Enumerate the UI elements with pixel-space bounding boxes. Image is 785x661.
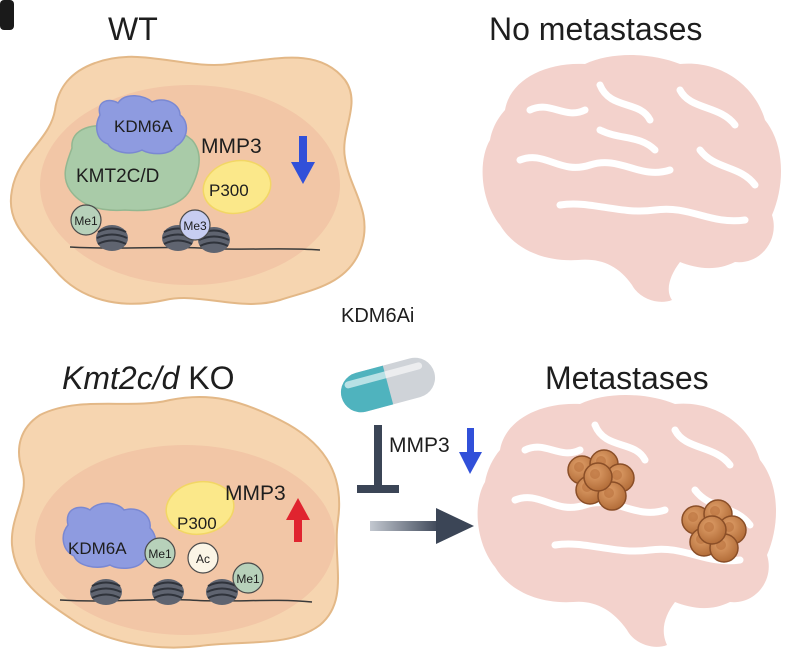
ko-kdm6a-protein: [62, 502, 157, 570]
ko-mmp3-label: MMP3: [225, 482, 286, 505]
ko-p300-label: P300: [177, 514, 217, 533]
wt-me1-label: Me1: [74, 214, 98, 228]
wt-nucleosome-1: [95, 224, 129, 252]
ko-cell: P300 KDM6A MMP3 Me1 Ac Me1: [10, 395, 341, 649]
ko-title-suffix: KO: [179, 360, 234, 396]
wt-mmp3-down-arrow: [291, 136, 315, 184]
brain-metastatic-folds: [511, 421, 754, 565]
brain-healthy-folds: [516, 81, 759, 225]
brain-metastatic: [477, 395, 777, 647]
drug-mmp3-down-arrow: [459, 428, 482, 474]
wt-cell: KDM6A KMT2C/D P300 MMP3 Me1 Me3: [9, 55, 366, 305]
kdm6a-protein: [95, 95, 188, 155]
ko-me1-label-b: Me1: [236, 572, 260, 586]
pill-icon: [340, 357, 436, 413]
wt-me3-label: Me3: [183, 219, 207, 233]
inhibition-symbol: [357, 425, 399, 493]
wt-me1-mark: [70, 204, 102, 236]
no-metastases-title: No metastases: [489, 11, 702, 47]
wt-p300-protein: [202, 159, 272, 215]
ko-kdm6a-label: KDM6A: [68, 539, 127, 558]
ko-nucleosome-2: [151, 578, 185, 606]
wt-mmp3-label: MMP3: [201, 135, 262, 158]
wt-kmt2cd-label: KMT2C/D: [76, 166, 159, 187]
ko-ac-mark: [187, 542, 219, 574]
ko-me1-mark-b: [232, 562, 264, 594]
brain-metastatic-outline: [477, 395, 777, 647]
wt-title: WT: [108, 11, 158, 47]
wt-p300-label: P300: [209, 181, 249, 200]
ko-ac-label: Ac: [196, 552, 210, 566]
brain-healthy: [482, 55, 782, 302]
ko-p300-protein: [165, 480, 235, 536]
ko-title-gene: Kmt2c/d: [62, 360, 181, 396]
ko-me1-mark-a: [144, 537, 176, 569]
panel-corner-mark: [0, 0, 14, 30]
wt-kdm6a-label: KDM6A: [114, 117, 173, 136]
ko-me1-label-a: Me1: [148, 547, 172, 561]
ko-nucleosome-1: [89, 578, 123, 606]
progression-arrow: [370, 508, 474, 544]
metastases-title: Metastases: [545, 360, 709, 396]
drug-mmp3-label: MMP3: [389, 434, 450, 457]
drug-label: KDM6Ai: [341, 305, 414, 327]
ko-title: Kmt2c/d KO: [62, 360, 235, 396]
brain-healthy-outline: [482, 55, 782, 302]
wt-me3-mark: [179, 209, 211, 241]
ko-mmp3-up-arrow: [286, 498, 310, 542]
